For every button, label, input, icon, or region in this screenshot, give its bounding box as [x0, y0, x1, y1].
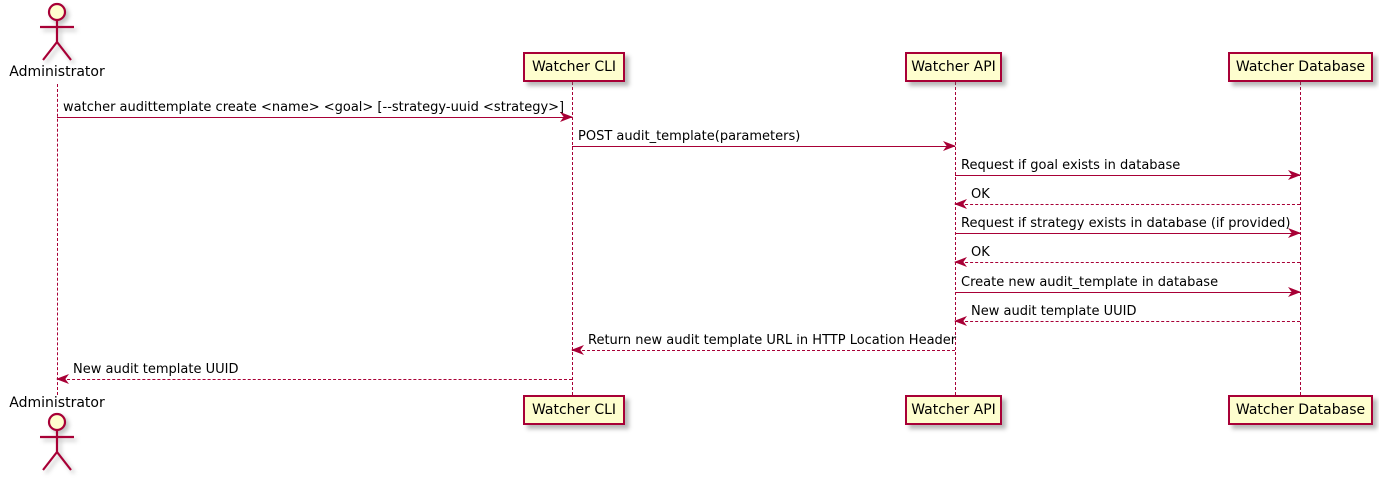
actor-administrator-bottom: Administrator: [2, 395, 112, 474]
message-label: New audit template UUID: [971, 304, 1137, 319]
message-return-url-location-header: Return new audit template URL in HTTP Lo…: [571, 330, 957, 355]
participant-watcher-cli-top: Watcher CLI: [523, 52, 625, 82]
participant-watcher-api-bottom: Watcher API: [905, 395, 1002, 425]
participant-watcher-database-top: Watcher Database: [1228, 52, 1373, 82]
message-label: POST audit_template(parameters): [578, 129, 801, 144]
participant-watcher-database-bottom: Watcher Database: [1228, 395, 1373, 425]
arrowhead-icon: [954, 257, 967, 267]
message-create-audittemplate: watcher audittemplate create <name> <goa…: [57, 97, 573, 122]
arrowhead-icon: [56, 374, 69, 384]
arrowhead-icon: [954, 316, 967, 326]
message-label: Request if goal exists in database: [961, 158, 1181, 173]
message-label: watcher audittemplate create <name> <goa…: [63, 100, 565, 115]
message-request-strategy-exists: Request if strategy exists in database (…: [955, 213, 1301, 238]
lifeline-administrator: [57, 84, 58, 395]
message-ok-goal: OK: [954, 184, 1300, 209]
message-new-uuid-db: New audit template UUID: [954, 301, 1300, 326]
actor-label: Administrator: [9, 395, 105, 411]
message-request-goal-exists: Request if goal exists in database: [955, 155, 1301, 180]
lifeline-watcher-database: [1300, 82, 1301, 395]
actor-administrator-top: Administrator: [2, 2, 112, 81]
arrowhead-icon: [954, 199, 967, 209]
message-label: Return new audit template URL in HTTP Lo…: [588, 333, 957, 348]
message-ok-strategy: OK: [954, 242, 1300, 267]
message-label: OK: [971, 245, 990, 260]
arrowhead-icon: [1288, 170, 1301, 180]
actor-icon: [40, 2, 74, 61]
message-new-uuid-admin: New audit template UUID: [56, 359, 572, 384]
actor-icon: [40, 412, 74, 471]
message-label: Create new audit_template in database: [961, 275, 1219, 290]
arrowhead-icon: [1288, 287, 1301, 297]
message-label: Request if strategy exists in database (…: [961, 216, 1291, 231]
arrowhead-icon: [560, 112, 573, 122]
message-label: OK: [971, 187, 990, 202]
arrowhead-icon: [571, 345, 584, 355]
participant-watcher-cli-bottom: Watcher CLI: [523, 395, 625, 425]
message-label: New audit template UUID: [73, 362, 239, 377]
arrowhead-icon: [1288, 228, 1301, 238]
message-post-audit-template: POST audit_template(parameters): [572, 126, 956, 151]
participant-watcher-api-top: Watcher API: [905, 52, 1002, 82]
actor-label: Administrator: [9, 64, 105, 80]
lifeline-watcher-cli: [572, 82, 573, 395]
message-create-audit-template-db: Create new audit_template in database: [955, 272, 1301, 297]
arrowhead-icon: [943, 141, 956, 151]
lifeline-watcher-api: [955, 82, 956, 395]
